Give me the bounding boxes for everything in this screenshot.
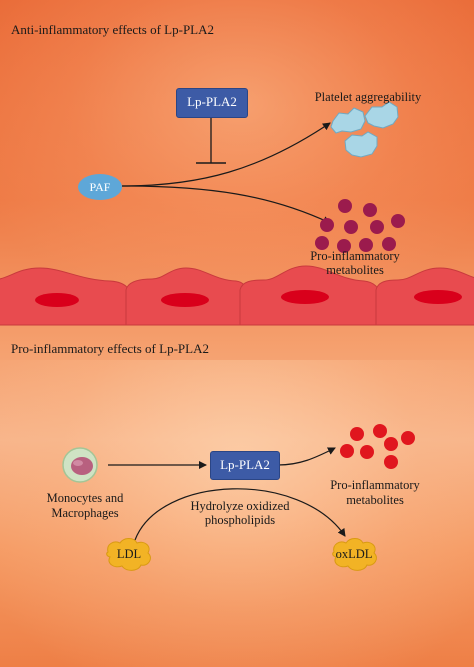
monocytes-label-line2: Macrophages [51, 506, 119, 520]
metabolite [315, 236, 329, 250]
metabolite [340, 444, 354, 458]
section-title-anti: Anti-inflammatory effects of Lp-PLA2 [11, 22, 215, 37]
metabolites-top [315, 199, 405, 253]
paf-node: PAF [78, 174, 122, 200]
metabolite [360, 445, 374, 459]
metabolite [350, 427, 364, 441]
metabolite [382, 237, 396, 251]
oxldl-label: oxLDL [335, 547, 373, 561]
lp-pla2-box-anti: Lp-PLA2 [176, 88, 248, 118]
cell-nucleus [35, 293, 79, 307]
metabolite [370, 220, 384, 234]
monocytes-label-line1: Monocytes and [46, 491, 124, 505]
metabolite [384, 455, 398, 469]
metabolite [391, 214, 405, 228]
arrow-paf-to-metabolites [121, 185, 331, 224]
lp-pla2-box-pro: Lp-PLA2 [210, 451, 280, 480]
metabolite [337, 239, 351, 253]
platelet-label: Platelet aggregability [314, 90, 422, 104]
metabolite [338, 199, 352, 213]
inhibition-line [196, 117, 226, 164]
action-label-line1: Hydrolyze oxidized [190, 499, 290, 513]
arrow-paf-to-platelet [121, 122, 331, 187]
background-glow-bottom [0, 360, 474, 667]
cell-nucleus [414, 290, 462, 304]
endothelium [0, 265, 474, 326]
monocyte-cell [62, 447, 98, 483]
background-glow-top [0, 0, 474, 320]
metabolite [373, 424, 387, 438]
metabolite [344, 220, 358, 234]
arrow-lp-pla2-to-metabolites [277, 447, 336, 466]
platelet [364, 101, 399, 129]
platelet-cluster [330, 101, 399, 158]
action-label-line2: phospholipids [204, 513, 276, 527]
cell-nucleus [161, 293, 209, 307]
metabolite [363, 203, 377, 217]
metabolite [401, 431, 415, 445]
metabolites-label-top-line2: metabolites [326, 263, 384, 277]
metabolites-label-bottom-line2: metabolites [346, 493, 404, 507]
oxldl-particle [332, 538, 377, 571]
metabolite [359, 238, 373, 252]
metabolite [320, 218, 334, 232]
metabolite [384, 437, 398, 451]
ldl-label: LDL [116, 547, 142, 561]
metabolites-bottom [340, 424, 415, 469]
section-title-pro: Pro-inflammatory effects of Lp-PLA2 [11, 341, 209, 356]
platelet [344, 131, 378, 158]
metabolites-label-top-line1: Pro-inflammatory [310, 249, 400, 263]
cell-nucleus [281, 290, 329, 304]
ldl-particle [106, 538, 151, 571]
platelet [330, 107, 366, 134]
arrow-ldl-to-oxldl [134, 488, 346, 541]
metabolites-label-bottom-line1: Pro-inflammatory [330, 478, 420, 492]
